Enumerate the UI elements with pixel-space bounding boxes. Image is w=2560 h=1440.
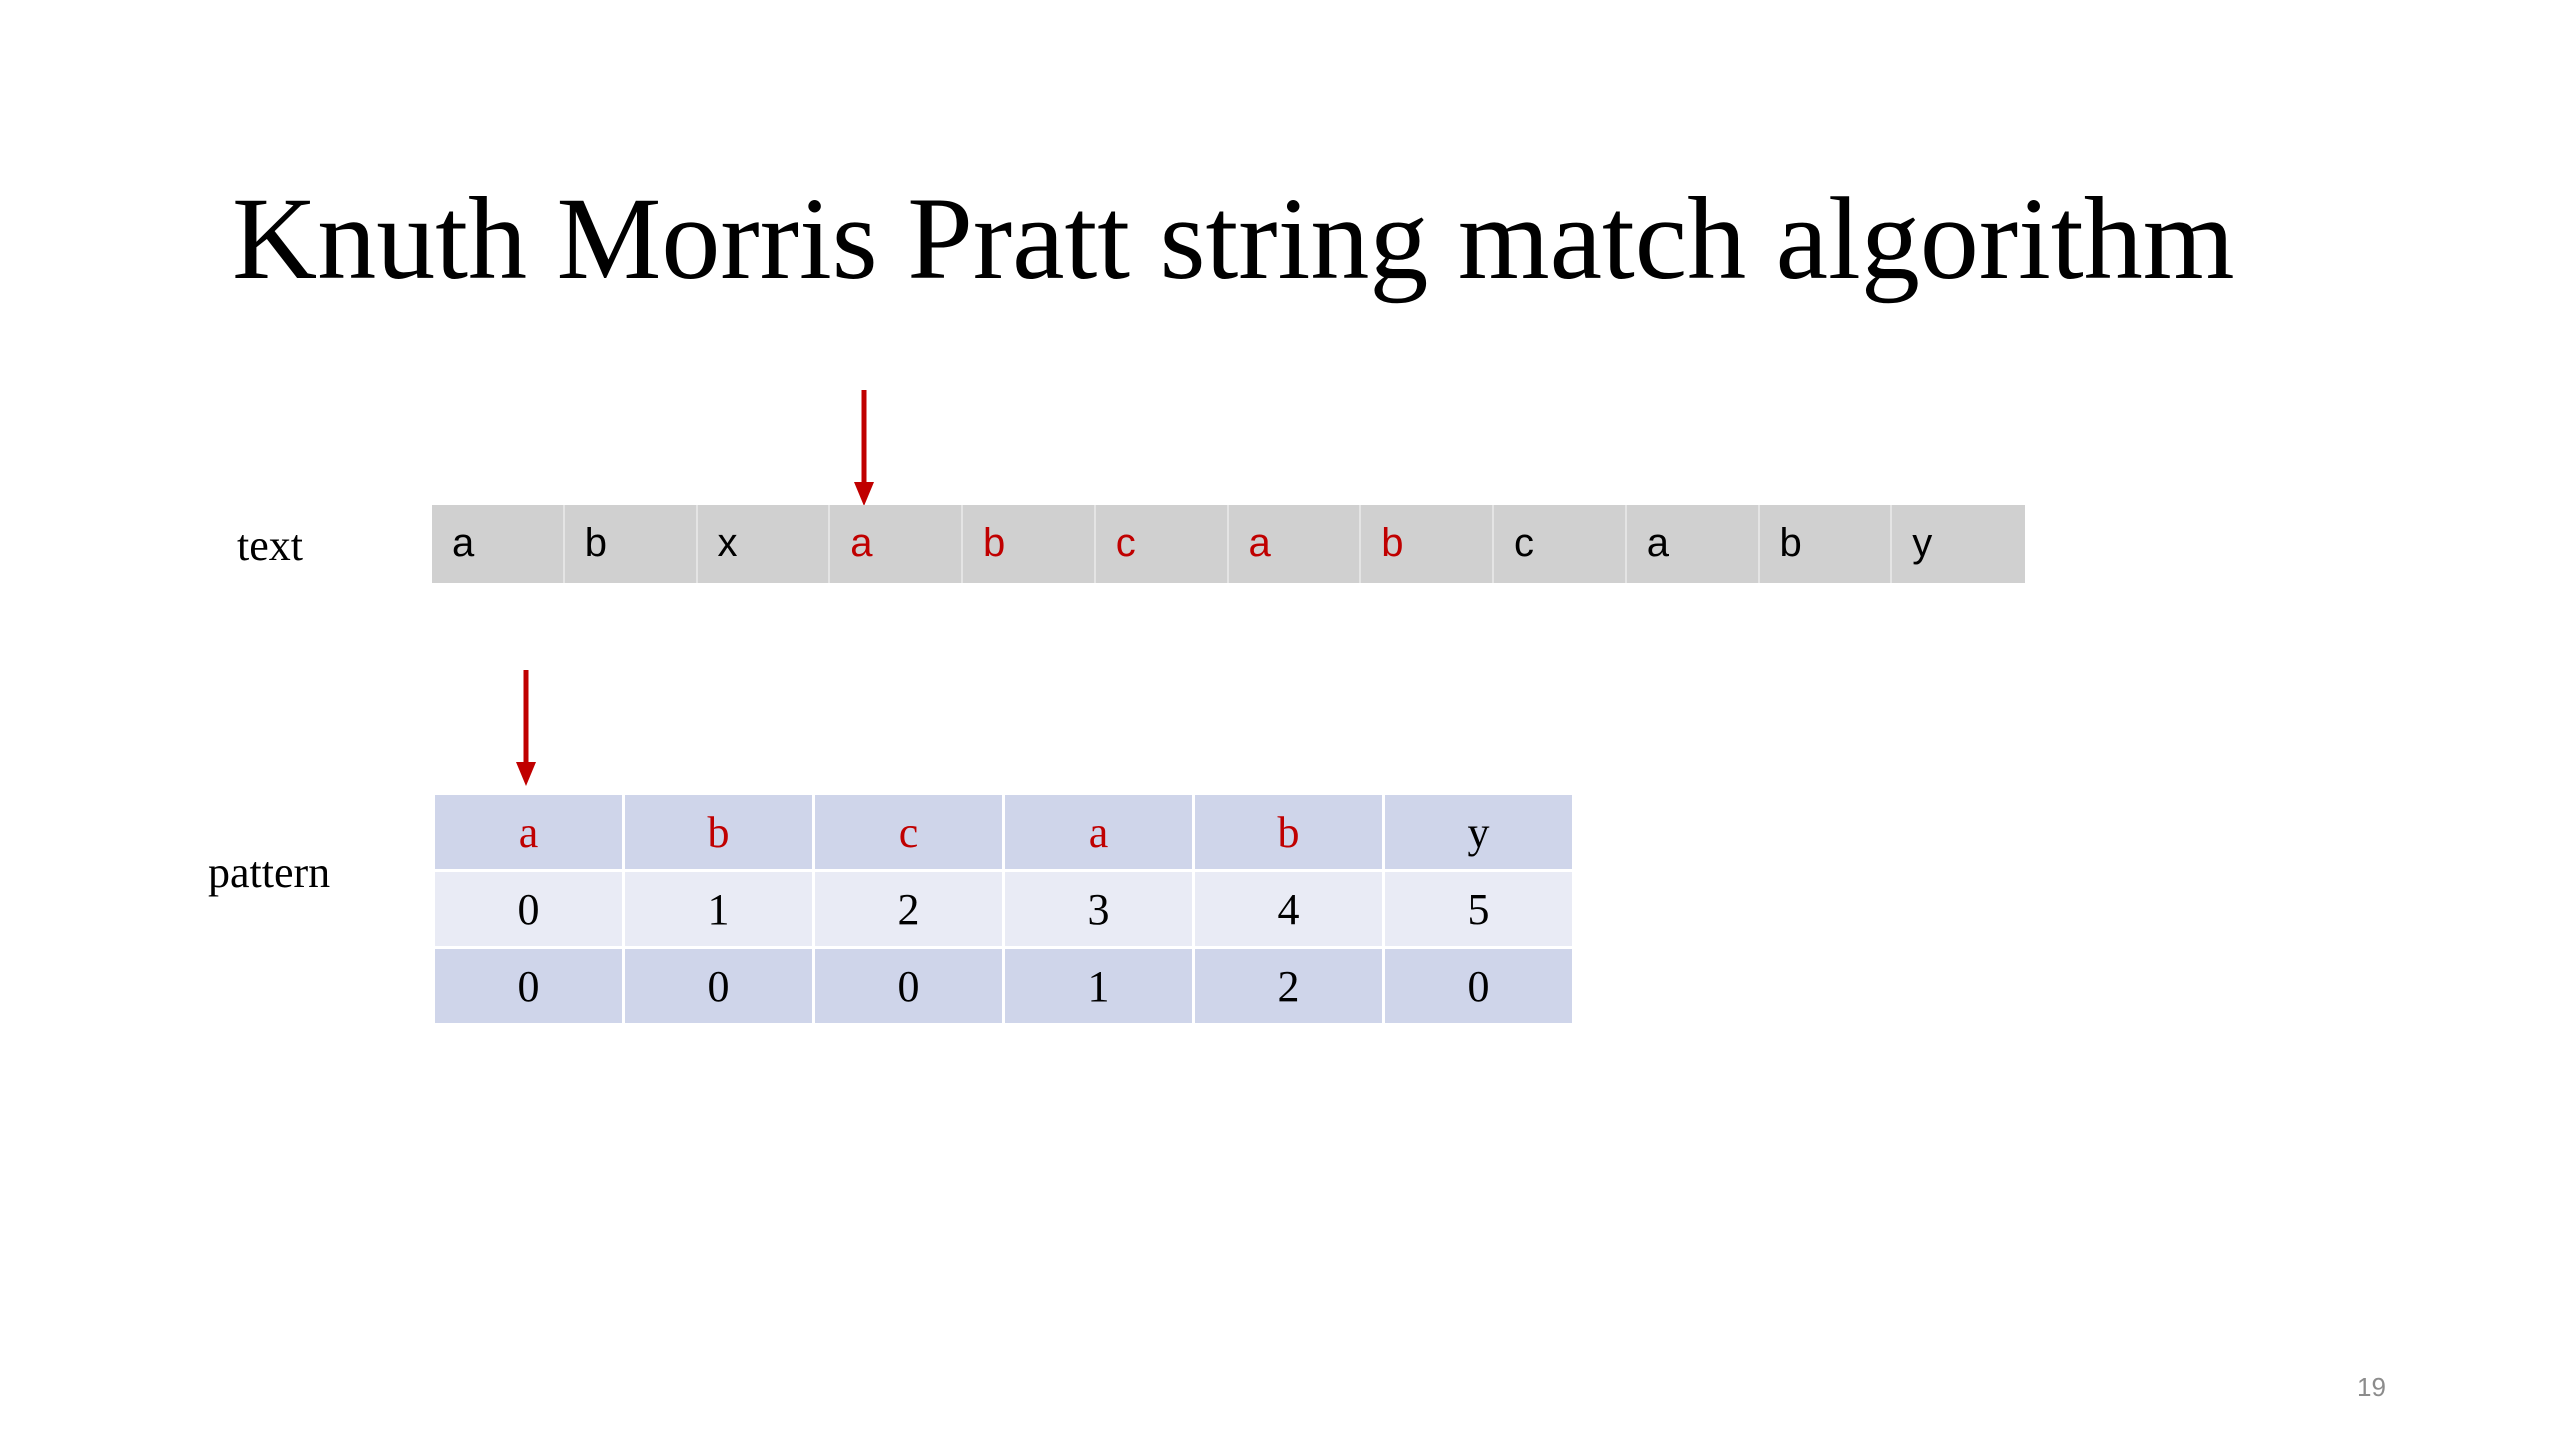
pattern-index-cell: 4 <box>1192 869 1385 949</box>
prefix-value-cell: 0 <box>432 946 625 1026</box>
text-char: b <box>584 521 607 565</box>
text-char: b <box>1381 521 1404 565</box>
pattern-index-row: 0 1 2 3 4 5 <box>432 869 1575 949</box>
text-char: a <box>452 521 475 565</box>
text-char: c <box>1514 521 1534 565</box>
text-char: a <box>1248 521 1271 565</box>
prefix-value-cell: 0 <box>812 946 1005 1026</box>
slide-number: 19 <box>2357 1372 2386 1402</box>
text-cell: a <box>432 505 565 583</box>
text-char: a <box>850 521 873 565</box>
text-cell: b <box>963 505 1096 583</box>
text-strip: a b x a b c a b c a b y <box>432 505 2025 583</box>
text-cell: b <box>1760 505 1893 583</box>
text-row-label: text <box>237 521 303 570</box>
text-cell: c <box>1096 505 1229 583</box>
pattern-char-cell: b <box>622 792 815 872</box>
slide-title: Knuth Morris Pratt string match algorith… <box>232 173 2235 304</box>
pattern-index-cell: 3 <box>1002 869 1195 949</box>
text-char: b <box>1779 521 1802 565</box>
pattern-table: a b c a b y 0 1 2 3 4 5 0 0 0 1 2 0 <box>432 792 1575 1026</box>
text-char: b <box>983 521 1006 565</box>
pattern-index-cell: 1 <box>622 869 815 949</box>
text-char: y <box>1912 521 1933 565</box>
pattern-char-cell: b <box>1192 792 1385 872</box>
text-char: c <box>1115 521 1136 565</box>
prefix-value-cell: 0 <box>622 946 815 1026</box>
pattern-index-cell: 0 <box>432 869 625 949</box>
pattern-char-cell: c <box>812 792 1005 872</box>
prefix-value-cell: 0 <box>1382 946 1575 1026</box>
pattern-char-cell: a <box>432 792 625 872</box>
prefix-value-cell: 2 <box>1192 946 1385 1026</box>
text-cell: b <box>565 505 698 583</box>
pattern-char-cell: a <box>1002 792 1195 872</box>
text-cell: c <box>1494 505 1627 583</box>
pattern-char-cell: y <box>1382 792 1575 872</box>
text-cell: a <box>1627 505 1760 583</box>
pattern-index-cell: 2 <box>812 869 1005 949</box>
pattern-index-cell: 5 <box>1382 869 1575 949</box>
text-cell: x <box>698 505 831 583</box>
text-pointer-arrow-icon <box>854 390 874 506</box>
pattern-pointer-arrow-icon <box>516 670 536 786</box>
text-cell: a <box>830 505 963 583</box>
text-cell: b <box>1361 505 1494 583</box>
text-char: x <box>717 521 738 565</box>
text-cell: y <box>1892 505 2025 583</box>
prefix-value-cell: 1 <box>1002 946 1195 1026</box>
pattern-row-label: pattern <box>208 848 331 897</box>
prefix-table-row: 0 0 0 1 2 0 <box>432 946 1575 1026</box>
text-char: a <box>1646 521 1669 565</box>
pattern-char-row: a b c a b y <box>432 792 1575 872</box>
text-cell: a <box>1229 505 1362 583</box>
